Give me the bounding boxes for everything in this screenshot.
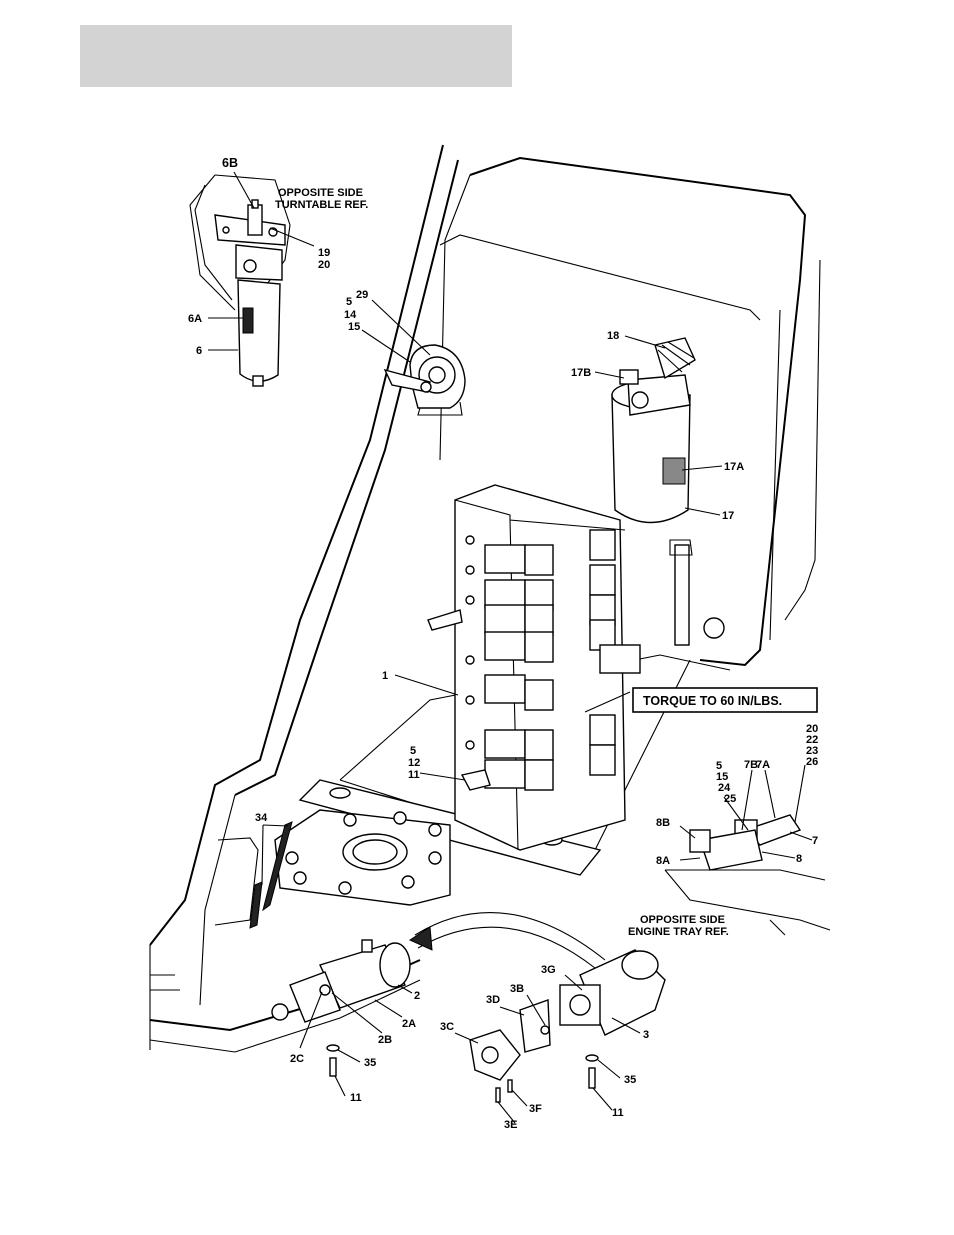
torque-note: TORQUE TO 60 IN/LBS. [643,694,782,708]
note-turntable-2: TURNTABLE REF. [275,199,368,211]
callout-6A: 6A [188,313,202,325]
note-engine-2: ENGINE TRAY REF. [628,926,729,938]
callout-17B: 17B [571,367,591,379]
turntable-frame [150,145,458,1052]
note-turntable-1: OPPOSITE SIDE [278,187,363,199]
callout-11a: 11 [350,1092,362,1104]
callout-35a: 35 [364,1057,376,1069]
callout-17: 17 [722,510,734,522]
callout-18: 18 [607,330,619,342]
callout-25: 25 [724,793,736,805]
callout-3G: 3G [541,964,556,976]
callout-26: 26 [806,756,818,768]
callout-3F: 3F [529,1103,542,1115]
callout-2C: 2C [290,1053,304,1065]
pump-mount-plate [250,810,450,928]
callout-1: 1 [382,670,388,682]
callout-29: 29 [356,289,368,301]
callout-3: 3 [643,1029,649,1041]
callout-34: 34 [255,812,268,824]
motor-2 [272,940,410,1022]
assembly-arrow [410,913,605,968]
valve-manifold [428,485,640,850]
pump-3 [470,950,665,1080]
callout-20: 20 [318,259,330,271]
callout-19: 19 [318,247,330,259]
callout-5a: 5 [346,296,352,308]
callout-3D: 3D [486,994,500,1006]
callout-2A: 2A [402,1018,416,1030]
callout-6: 6 [196,345,202,357]
callout-12: 12 [408,757,420,769]
callout-7: 7 [812,835,818,847]
callout-8B: 8B [656,817,670,829]
callout-35b: 35 [624,1074,636,1086]
callout-11b: 11 [612,1107,624,1119]
callout-3E: 3E [504,1119,517,1131]
callout-3B: 3B [510,983,524,995]
callout-15a: 15 [348,321,360,333]
note-engine-1: OPPOSITE SIDE [640,914,725,926]
hardware-bolts [327,1045,598,1102]
callout-11c: 11 [408,769,420,781]
callout-2B: 2B [378,1034,392,1046]
callout-2: 2 [414,990,420,1002]
callout-8A: 8A [656,855,670,867]
callout-6B: 6B [222,156,238,170]
callout-17A: 17A [724,461,744,473]
callout-7A: 7A [756,759,770,771]
callout-14: 14 [344,309,357,321]
callout-5b: 5 [410,745,416,757]
callout-8: 8 [796,853,802,865]
callout-3C: 3C [440,1021,454,1033]
filter-17 [612,338,695,523]
